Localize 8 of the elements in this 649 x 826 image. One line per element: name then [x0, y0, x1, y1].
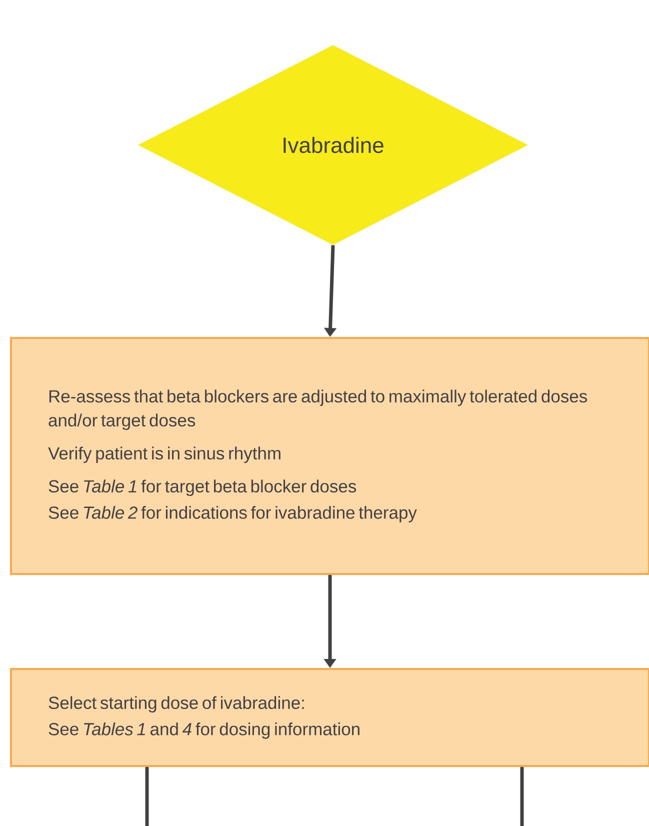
step-text: See Table 1 for target beta blocker doses	[48, 480, 356, 496]
step-text: See Tables 1 and 4 for dosing information	[48, 722, 360, 739]
step-text: Verify patient is in sinus rhythm	[48, 446, 280, 463]
process-box	[10, 337, 649, 575]
process-box	[10, 668, 649, 767]
step-text: Select starting dose of ivabradine:	[48, 696, 304, 712]
step-text: See Table 2 for indications for ivabradine therapy	[48, 506, 417, 522]
step-text: Re-assess that beta blockers are adjusted to maximally tolerated doses and/or target doses	[48, 390, 587, 430]
